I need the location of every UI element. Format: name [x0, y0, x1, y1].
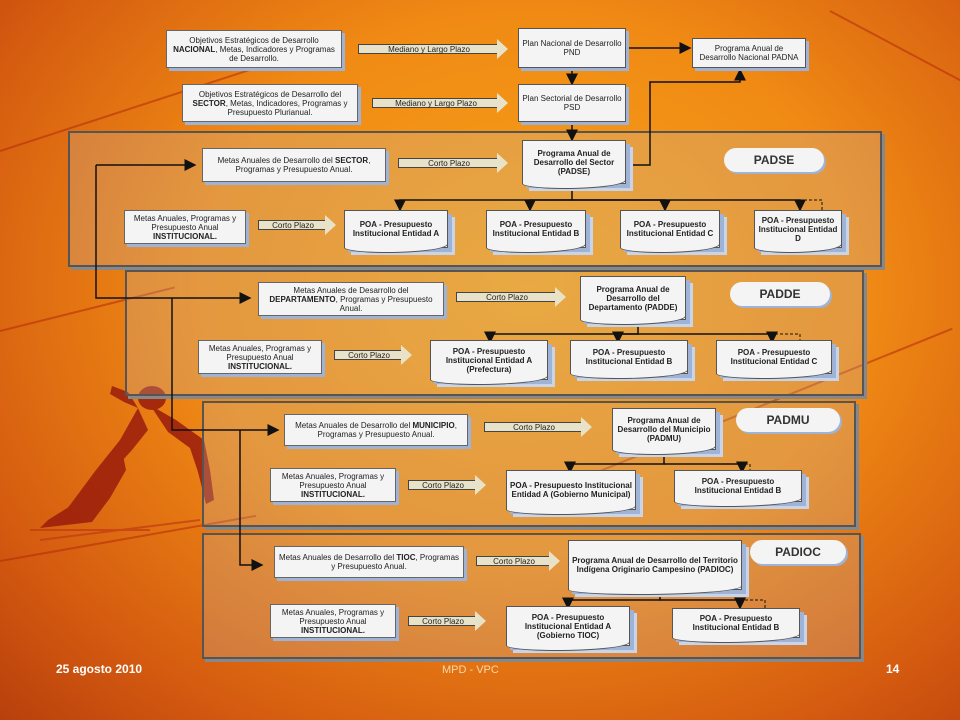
padde-poa-b-doc: POA - Presupuesto Institucional Entidad …	[570, 340, 688, 379]
page-number: 14	[886, 662, 900, 676]
padioc-institutional-box: Metas Anuales, Programas y Presupuesto A…	[270, 604, 396, 638]
padioc-term-arrow: Corto Plazo	[476, 551, 560, 571]
padmu-term-arrow: Corto Plazo	[484, 417, 592, 437]
padde-institutional-box: Metas Anuales, Programas y Presupuesto A…	[198, 340, 322, 374]
padmu-goals-box: Metas Anuales de Desarrollo del MUNICIPI…	[284, 414, 468, 446]
padde-goals-box: Metas Anuales de Desarrollo del DEPARTAM…	[258, 282, 444, 316]
padse-institutional-box: Metas Anuales, Programas y Presupuesto A…	[124, 210, 246, 244]
padde-poa-c-doc: POA - Presupuesto Institucional Entidad …	[716, 340, 832, 379]
padse-goals-box: Metas Anuales de Desarrollo del SECTOR, …	[202, 148, 386, 182]
padmu-poa-b-doc: POA - Presupuesto Institucional Entidad …	[674, 470, 802, 507]
sector-term-arrow: Mediano y Largo Plazo	[372, 93, 508, 113]
padse-inst-arrow: Corto Plazo	[258, 215, 336, 235]
padse-poa-b-doc: POA - Presupuesto Institucional Entidad …	[486, 210, 586, 253]
national-term-arrow: Mediano y Largo Plazo	[358, 39, 508, 59]
padmu-poa-a-doc: POA - Presupuesto Institucional Entidad …	[506, 470, 636, 515]
padioc-goals-box: Metas Anuales de Desarrollo del TIOC, Pr…	[274, 546, 464, 578]
padioc-poa-b-doc: POA - Presupuesto Institucional Entidad …	[672, 608, 800, 643]
programa-padna-doc: Programa Anual de Desarrollo Nacional PA…	[692, 38, 806, 68]
national-objectives-box: Objetivos Estratégicos de Desarrollo NAC…	[166, 30, 342, 68]
padde-label: PADDE	[730, 282, 830, 306]
padde-inst-arrow: Corto Plazo	[334, 345, 412, 365]
footer-date: 25 agosto 2010	[56, 662, 143, 676]
padioc-label: PADIOC	[750, 540, 846, 564]
programa-padioc-doc: Programa Anual de Desarrollo del Territo…	[568, 540, 742, 595]
plan-sectorial-doc: Plan Sectorial de Desarrollo PSD	[518, 84, 626, 122]
padmu-label: PADMU	[736, 408, 840, 432]
padde-term-arrow: Corto Plazo	[456, 287, 566, 307]
sector-objectives-box: Objetivos Estratégicos de Desarrollo del…	[182, 84, 358, 122]
padse-poa-c-doc: POA - Presupuesto Institucional Entidad …	[620, 210, 720, 253]
plan-nacional-doc: Plan Nacional de Desarrollo PND	[518, 28, 626, 68]
programa-padmu-doc: Programa Anual de Desarrollo del Municip…	[612, 408, 716, 455]
padioc-poa-a-doc: POA - Presupuesto Institucional Entidad …	[506, 606, 630, 651]
padmu-inst-arrow: Corto Plazo	[408, 475, 486, 495]
padde-poa-a-doc: POA - Presupuesto Institucional Entidad …	[430, 340, 548, 385]
padse-poa-a-doc: POA - Presupuesto Institucional Entidad …	[344, 210, 448, 253]
padioc-inst-arrow: Corto Plazo	[408, 611, 486, 631]
programa-padde-doc: Programa Anual de Desarrollo del Departa…	[580, 276, 686, 325]
padse-term-arrow: Corto Plazo	[398, 153, 508, 173]
padse-label: PADSE	[724, 148, 824, 172]
padmu-institutional-box: Metas Anuales, Programas y Presupuesto A…	[270, 468, 396, 502]
programa-padse-doc: Programa Anual de Desarrollo del Sector …	[522, 140, 626, 189]
padse-poa-d-doc: POA - Presupuesto Institucional Entidad …	[754, 210, 842, 253]
footer-center: MPD - VPC	[442, 664, 499, 676]
